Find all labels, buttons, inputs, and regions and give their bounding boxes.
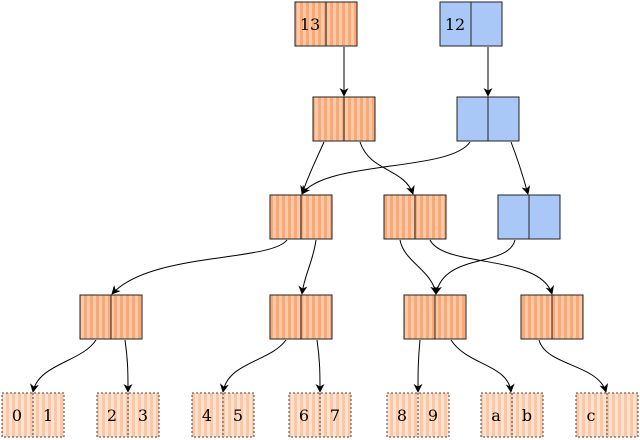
root-label-12: 12 [445,15,465,34]
edge-l1b-l2a [301,141,471,195]
edge-l2b-l3d [429,239,554,295]
leaf-node-3: 6 7 [288,392,352,438]
edge-l3a-leaf0 [30,339,97,393]
root-label-13: 13 [300,15,320,34]
leaf-label-right: 5 [233,406,243,425]
edge-l1o-l2a [300,141,325,195]
leaf-node-5: a b [480,392,544,438]
edges [30,47,609,393]
tree-node-l3-b [269,294,333,340]
root-node-12: 12 [439,1,503,47]
tree-node-l2-b [383,194,447,240]
leaf-label-left: 0 [12,406,22,425]
edge-l1b-l2c [510,141,531,195]
edge-l2b-l3c [399,239,440,295]
edge-l1o-l2b [359,141,415,195]
leaf-node-2: 4 5 [191,392,255,438]
edge-l3a-leaf1 [123,339,133,393]
leaf-label-right: 9 [428,406,438,425]
tree-node-l1-blue [456,96,520,142]
edge-l3b-leaf3 [315,339,325,393]
root-node-13: 13 [294,1,358,47]
edge-l2a-l3a [111,239,288,295]
edge-l3d-leaf6 [538,339,609,393]
tree-node-l2-blue [497,194,561,240]
leaf-node-4: 8 9 [386,392,450,438]
leaf-node-0: 0 1 [1,392,65,438]
leaf-label-left: 2 [107,406,117,425]
leaf-label-right: 3 [138,406,148,425]
leaf-node-1: 2 3 [96,392,160,438]
leaf-node-6: c [575,392,639,438]
leaf-label-right: 1 [43,406,53,425]
leaf-label-left: 6 [299,406,309,425]
leaf-label-left: 4 [202,406,212,425]
edge-l3c-leaf5 [450,339,515,393]
edge-l3b-leaf2 [219,339,287,393]
edge-l2a-l3b [298,239,317,295]
tree-node-l3-a [79,294,143,340]
tree-node-l3-c [403,294,467,340]
tree-node-l1-orange [312,96,376,142]
leaf-label-left: c [587,406,596,425]
leaf-label-left: 8 [397,406,407,425]
leaf-label-right: 7 [330,406,340,425]
edge-l3c-leaf4 [413,339,423,393]
tree-node-l2-a [269,194,333,240]
tree-node-l3-d [520,294,584,340]
leaf-label-left: a [491,406,501,425]
leaf-label-right: b [522,406,532,425]
edge-l2c-l3c [433,239,516,295]
